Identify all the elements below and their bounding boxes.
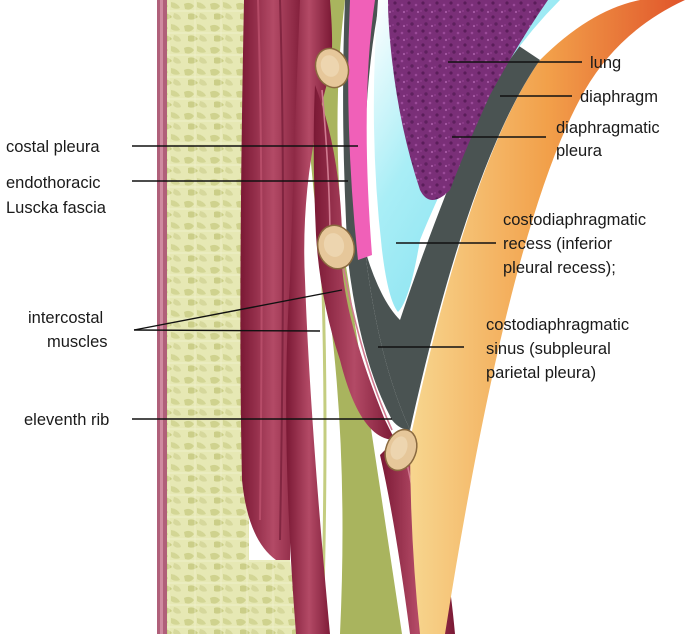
label-sinus-3: parietal pleura) bbox=[486, 364, 596, 382]
label-intercostal-1: intercostal bbox=[28, 309, 103, 327]
diaphragm bbox=[410, 0, 685, 634]
lower-fat bbox=[249, 560, 300, 634]
rib-upper bbox=[314, 47, 350, 89]
label-sinus-2: sinus (subpleural bbox=[486, 340, 611, 358]
label-endothoracic-2: Luscka fascia bbox=[6, 199, 107, 217]
label-recess-2: recess (inferior bbox=[503, 235, 613, 253]
label-intercostal-2: muscles bbox=[47, 333, 108, 351]
label-recess-1: costodiaphragmatic bbox=[503, 211, 646, 229]
subcutaneous-fat bbox=[167, 0, 249, 634]
label-costal-pleura: costal pleura bbox=[6, 138, 100, 156]
costal-pleura-layer bbox=[348, 0, 375, 260]
leader-intercostal-2 bbox=[133, 329, 321, 332]
leader-lines bbox=[132, 61, 582, 420]
label-diaphragmatic-pleura-2: pleura bbox=[556, 142, 603, 160]
label-eleventh-rib: eleventh rib bbox=[24, 411, 109, 429]
skin-layer bbox=[157, 0, 167, 634]
label-recess-3: pleural recess); bbox=[503, 259, 616, 277]
label-lung: lung bbox=[590, 54, 621, 72]
label-endothoracic-1: endothoracic bbox=[6, 174, 100, 192]
lung bbox=[388, 0, 548, 200]
label-diaphragmatic-pleura-1: diaphragmatic bbox=[556, 119, 660, 137]
labels: lung diaphragm diaphragmatic pleura cost… bbox=[6, 54, 660, 429]
eleventh-rib bbox=[384, 428, 418, 472]
leader-intercostal-1 bbox=[133, 289, 343, 331]
label-diaphragm: diaphragm bbox=[580, 88, 658, 106]
rib-middle bbox=[316, 224, 356, 270]
label-sinus-1: costodiaphragmatic bbox=[486, 316, 629, 334]
